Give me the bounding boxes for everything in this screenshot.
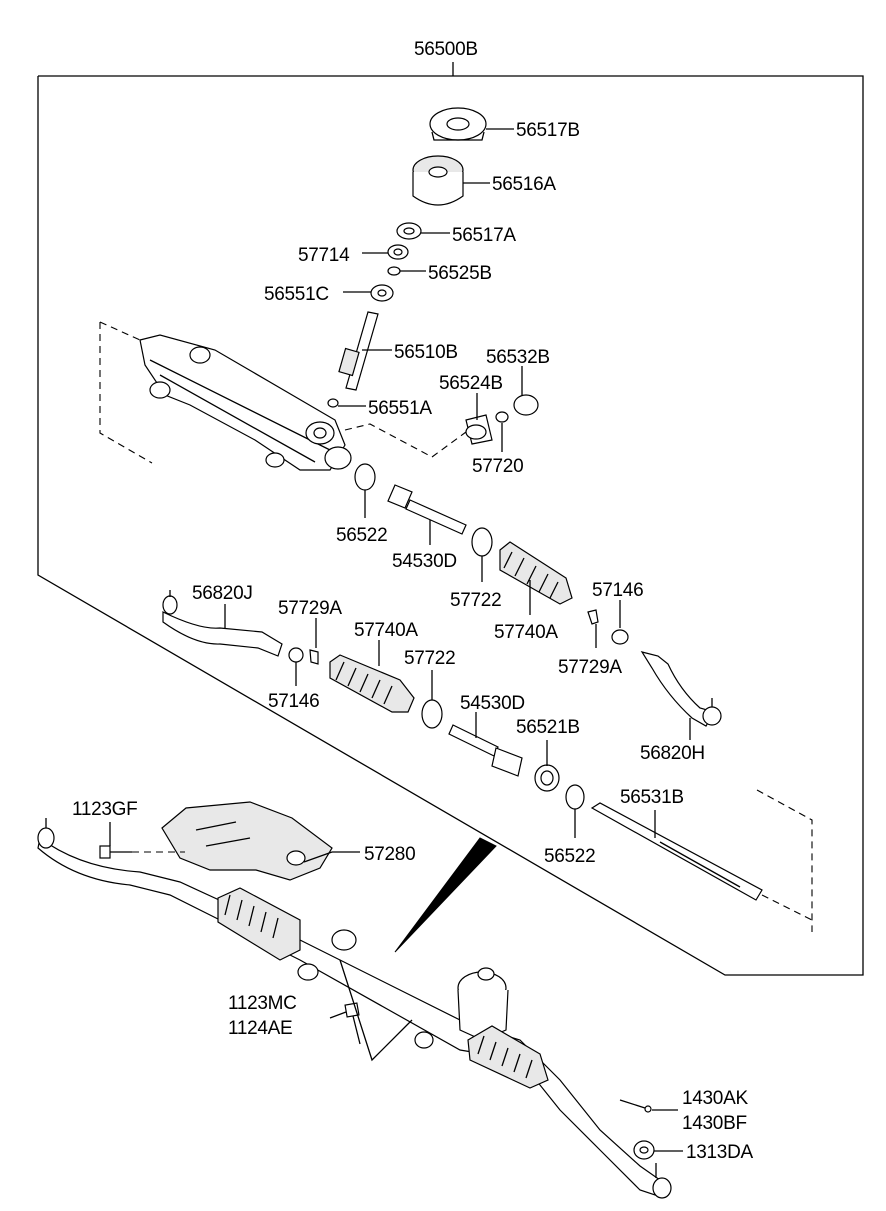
label-56551A: 56551A — [368, 398, 432, 419]
label-56524B: 56524B — [439, 373, 503, 394]
label-56820J: 56820J — [192, 583, 253, 604]
part-57280-bracket[interactable] — [161, 801, 333, 881]
label-56517B: 56517B — [516, 120, 580, 141]
label-54530D-mid: 54530D — [460, 693, 525, 714]
label-56522-top: 56522 — [336, 525, 387, 546]
part-57740A-left-boot[interactable] — [329, 654, 415, 713]
part-56517A-bearing[interactable] — [396, 222, 422, 240]
part-gear-housing[interactable] — [99, 321, 433, 471]
label-1430AK: 1430AK — [682, 1088, 748, 1109]
label-57729A-left: 57729A — [278, 598, 342, 619]
label-57720: 57720 — [472, 456, 523, 477]
part-57146-right-nut[interactable] — [611, 629, 629, 645]
part-57729A-left-clip[interactable] — [309, 649, 319, 665]
part-assembled-gear[interactable] — [37, 818, 672, 1199]
part-56510B-pinion[interactable] — [338, 311, 379, 391]
label-56510B: 56510B — [394, 342, 458, 363]
label-56516A: 56516A — [492, 174, 556, 195]
part-56531B-rack[interactable] — [590, 789, 813, 932]
label-1313DA: 1313DA — [686, 1142, 753, 1163]
part-1123GF-bolt[interactable] — [99, 845, 185, 859]
part-56522-bottom-ring[interactable] — [565, 784, 585, 810]
part-57720-spring[interactable] — [495, 411, 509, 423]
part-54530D-top-rod[interactable] — [387, 484, 467, 535]
label-1124AE: 1124AE — [228, 1018, 292, 1039]
leader-lines — [109, 128, 691, 1152]
label-1123GF: 1123GF — [72, 799, 137, 820]
label-57280: 57280 — [364, 844, 415, 865]
part-56524B-yoke[interactable] — [431, 414, 493, 458]
part-56525B-ring[interactable] — [387, 266, 401, 276]
part-56521B-bush[interactable] — [534, 764, 560, 792]
part-57722-left-clamp[interactable] — [421, 699, 443, 729]
part-56516A-mount[interactable] — [412, 155, 464, 206]
label-56522-bottom: 56522 — [544, 846, 595, 867]
label-1123MC: 1123MC — [228, 993, 297, 1014]
part-54530D-mid-rod[interactable] — [448, 724, 523, 777]
label-57740A-right: 57740A — [494, 622, 558, 643]
assembly-boundary — [37, 62, 864, 976]
part-56551C-bush[interactable] — [370, 284, 394, 302]
part-56820J-tie-rod-end[interactable] — [162, 590, 283, 657]
label-57146-right: 57146 — [592, 580, 643, 601]
label-54530D-top: 54530D — [392, 551, 457, 572]
label-57740A-left: 57740A — [354, 620, 418, 641]
part-56820H-tie-rod-end[interactable] — [640, 651, 722, 727]
direction-arrow — [394, 837, 497, 953]
label-56521B: 56521B — [516, 717, 580, 738]
part-56551A-seal[interactable] — [327, 398, 339, 408]
label-57714: 57714 — [298, 245, 350, 266]
label-assembly: 56500B — [414, 39, 478, 60]
part-57729A-right-clip[interactable] — [587, 609, 599, 625]
label-57722-left: 57722 — [404, 648, 455, 669]
label-56551C: 56551C — [264, 284, 329, 305]
label-57729A-right: 57729A — [558, 657, 622, 678]
label-1430BF: 1430BF — [682, 1113, 747, 1134]
label-56531B: 56531B — [620, 787, 684, 808]
part-56532B-plug[interactable] — [513, 394, 539, 416]
part-57740A-right-boot[interactable] — [499, 541, 573, 605]
part-56517B-seat[interactable] — [429, 107, 487, 141]
part-56522-top-ring[interactable] — [354, 463, 376, 491]
part-labels: 56500B 56517B 56516A 56517A 57714 56525B… — [72, 39, 754, 1163]
part-57146-left-nut[interactable] — [288, 647, 304, 663]
label-56532B: 56532B — [486, 347, 550, 368]
part-57722-top-clamp[interactable] — [471, 527, 493, 557]
part-1430AK-pin[interactable] — [619, 1099, 652, 1113]
label-57722-top: 57722 — [450, 590, 501, 611]
label-56820H: 56820H — [640, 743, 705, 764]
part-1313DA-nut[interactable] — [633, 1140, 655, 1160]
label-56517A: 56517A — [452, 225, 516, 246]
label-57146-left: 57146 — [268, 691, 319, 712]
label-56525B: 56525B — [428, 263, 492, 284]
part-1123MC-bolt[interactable] — [339, 959, 413, 1062]
part-57714-washer[interactable] — [387, 244, 409, 260]
